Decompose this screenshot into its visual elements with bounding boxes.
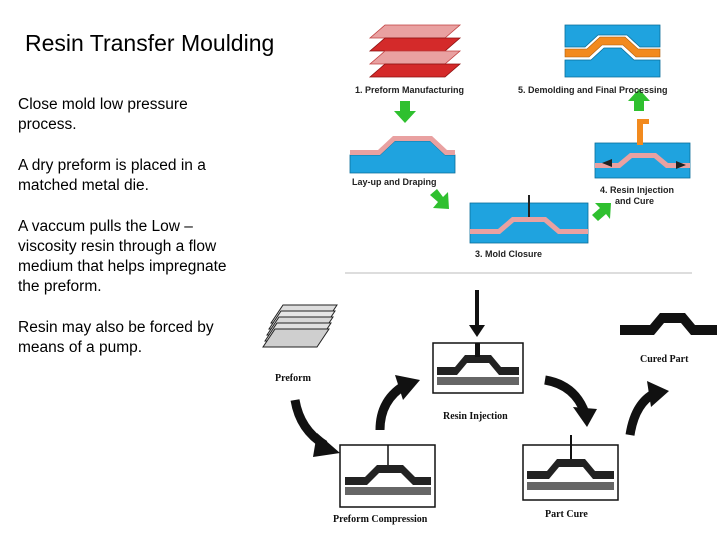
preform-compression-label: Preform Compression — [333, 514, 428, 525]
paragraph-1: Close mold low pressure process. — [18, 96, 188, 133]
arrow-diagonal-icon — [430, 189, 449, 209]
step-3-label: 3. Mold Closure — [475, 249, 542, 259]
step-4-label: 4. Resin Injection — [600, 185, 674, 195]
slide-title: Resin Transfer Moulding — [25, 30, 275, 56]
arrow-down-icon — [394, 101, 416, 123]
closed-mold-icon — [469, 195, 589, 244]
part-cure-mold-icon — [522, 435, 619, 501]
curved-arrow-icon — [290, 399, 340, 457]
resin-injection-mold-icon — [594, 119, 691, 179]
arrow-up-right-icon — [592, 203, 611, 221]
curved-arrow-up-icon — [375, 375, 420, 431]
preform-stack-icon — [368, 24, 462, 78]
layup-mold-icon — [349, 136, 456, 174]
rtm-process-diagram: 1. Preform Manufacturing Lay-up and Drap… — [340, 5, 695, 275]
cured-part-label: Cured Part — [640, 354, 689, 365]
arrow-up-icon — [628, 89, 650, 111]
step-2-label: Lay-up and Draping — [352, 177, 437, 187]
resin-injection-press-icon — [432, 290, 524, 394]
paragraph-3: A vaccum pulls the Low – viscosity resin… — [18, 218, 227, 295]
preform-sheets-icon — [262, 304, 338, 348]
step-4-sub-label: and Cure — [615, 196, 654, 206]
demolding-icon — [564, 24, 661, 78]
cured-part-icon — [620, 313, 717, 335]
curved-arrow-down-icon — [544, 375, 597, 427]
paragraph-4: Resin may also be forced by means of a p… — [18, 319, 214, 356]
part-cure-label: Part Cure — [545, 509, 588, 520]
step-5-label: 5. Demolding and Final Processing — [518, 85, 668, 95]
preform-label: Preform — [275, 373, 312, 384]
paragraph-2: A dry preform is placed in a matched met… — [18, 157, 206, 194]
description-text: Close mold low pressure process. A dry p… — [18, 95, 248, 379]
resin-injection-label: Resin Injection — [443, 411, 508, 422]
curved-arrow-up-right-icon — [625, 381, 669, 436]
compression-mold-icon — [339, 444, 436, 508]
rtm-cycle-diagram: Preform Preform Compression Resin Inject… — [262, 290, 717, 525]
step-1-label: 1. Preform Manufacturing — [355, 85, 464, 95]
